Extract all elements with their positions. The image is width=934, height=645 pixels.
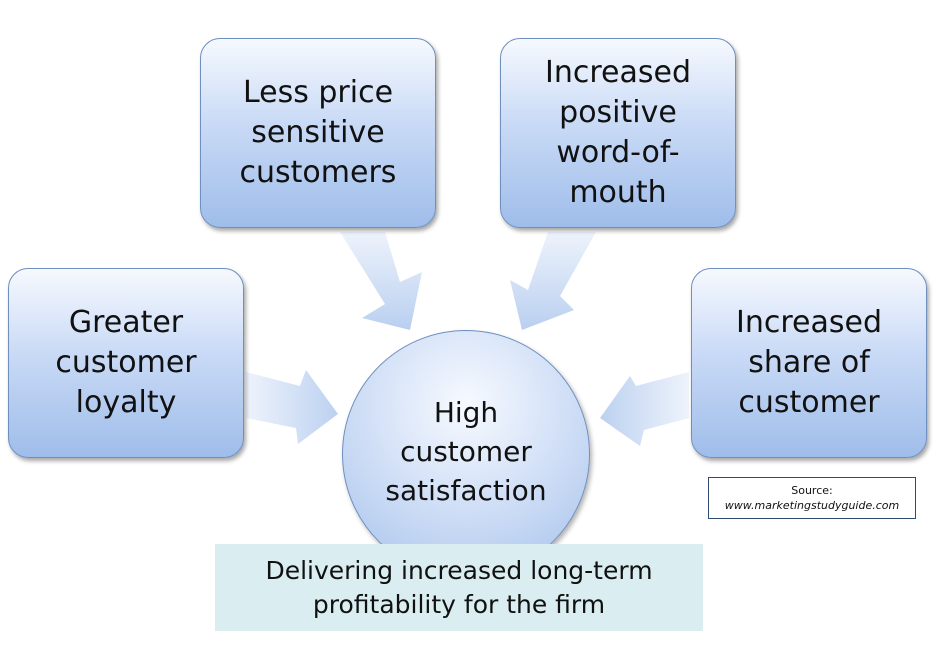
arrow-share-to-center: [600, 372, 689, 446]
profitability-banner: Delivering increased long-term profitabi…: [215, 544, 703, 631]
center-circle-label: High customer satisfaction: [385, 395, 547, 507]
box-share-of-customer-label: Increased share of customer: [735, 305, 882, 420]
box-less-price-sensitive: Less price sensitive customers: [200, 38, 436, 228]
box-share-of-customer: Increased share of customer: [691, 268, 927, 458]
box-positive-word-of-mouth: Increased positive word-of-mouth: [500, 38, 736, 228]
box-greater-loyalty: Greater customer loyalty: [8, 268, 244, 458]
source-box: Source: www.marketingstudyguide.com: [708, 477, 916, 519]
arrow-price-to-center: [340, 232, 422, 330]
box-less-price-sensitive-label: Less price sensitive customers: [239, 75, 397, 190]
center-circle: High customer satisfaction: [342, 330, 590, 578]
arrow-loyalty-to-center: [246, 370, 338, 444]
arrow-wom-to-center: [510, 232, 596, 330]
box-positive-word-of-mouth-label: Increased positive word-of-mouth: [544, 55, 691, 210]
profitability-banner-text: Delivering increased long-term profitabi…: [265, 555, 653, 619]
box-greater-loyalty-label: Greater customer loyalty: [55, 305, 197, 420]
source-url: www.marketingstudyguide.com: [724, 499, 900, 512]
source-label: Source:: [791, 484, 833, 497]
